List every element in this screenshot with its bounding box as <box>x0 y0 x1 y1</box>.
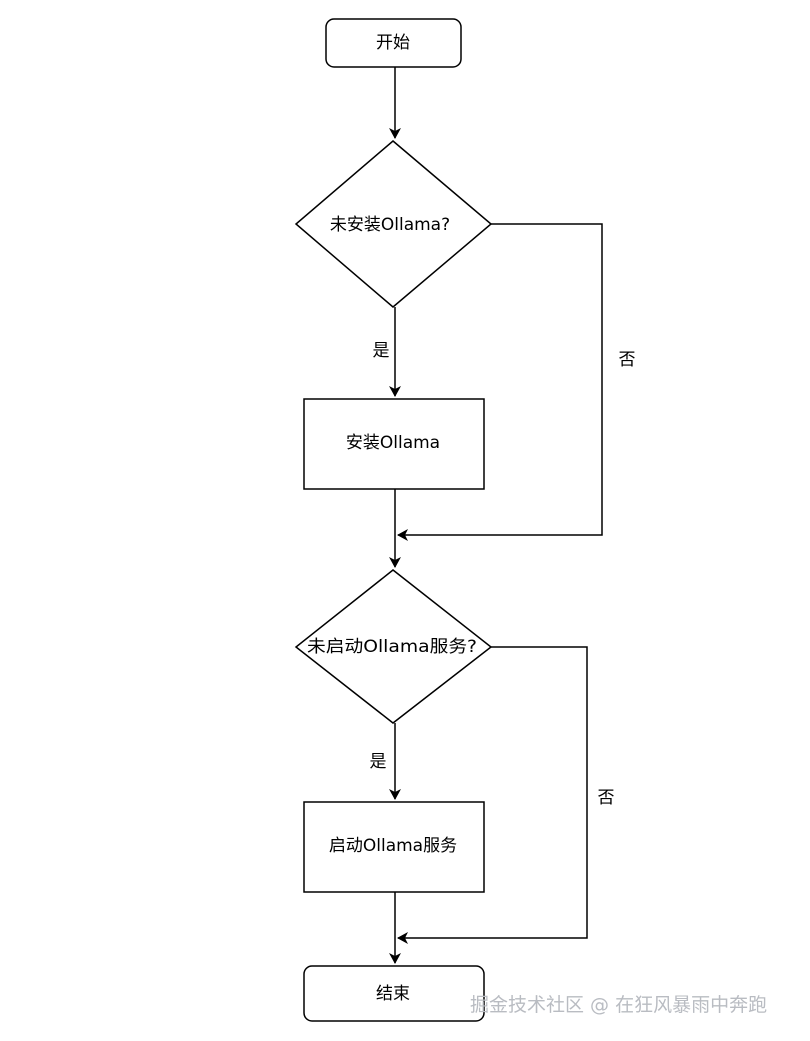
check-installed-yes-label: 是 <box>373 341 390 361</box>
install-node <box>303 398 485 490</box>
end-node <box>303 965 485 1022</box>
start-node <box>325 18 462 68</box>
install-label: 安装Ollama <box>346 433 440 453</box>
start-service-node <box>303 801 485 893</box>
check-installed-no-label: 否 <box>619 350 636 370</box>
start-label: 开始 <box>376 33 410 53</box>
check-installed-label: 未安装Ollama? <box>330 215 450 235</box>
check-installed-decision <box>294 140 493 308</box>
edge-check-installed-no <box>397 223 603 541</box>
start-service-label: 启动Ollama服务 <box>329 836 457 856</box>
end-label: 结束 <box>376 984 410 1004</box>
watermark-text: 掘金技术社区 @ 在狂风暴雨中奔跑 <box>470 994 768 1016</box>
check-service-yes-label: 是 <box>370 752 387 772</box>
check-service-label: 未启动Ollama服务? <box>307 637 477 657</box>
edge-check-service-no <box>397 646 588 944</box>
check-service-no-label: 否 <box>598 788 615 808</box>
check-service-decision <box>294 569 493 724</box>
